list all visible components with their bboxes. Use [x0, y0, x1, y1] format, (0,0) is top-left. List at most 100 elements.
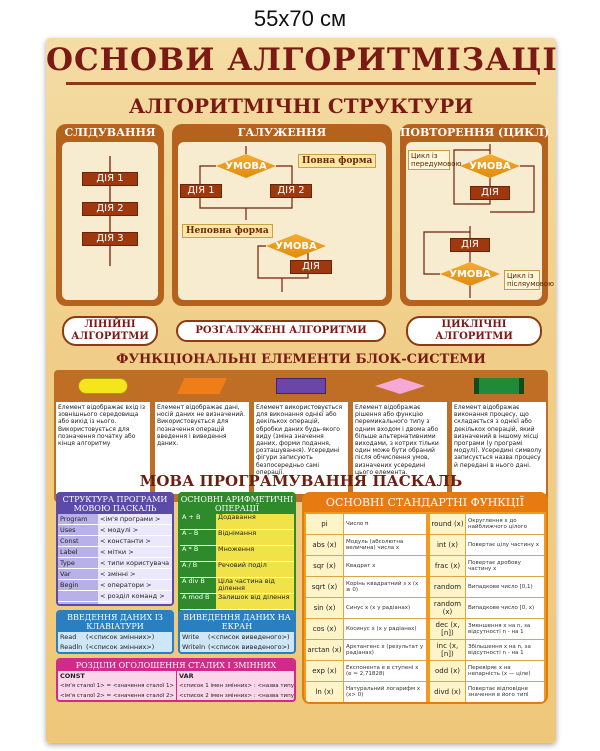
function-description: Натуральний логарифм х (х> 0): [344, 682, 426, 702]
function-row: trunc (x)Відкидає дробову частину х: [306, 703, 426, 704]
function-row: divd (x)Повертає відповідне значення в й…: [429, 682, 544, 702]
function-name: pi: [306, 514, 344, 534]
function-description: Косинус х (х у радіанах): [344, 619, 426, 639]
branching-inner: УМОВА Повна форма ДІЯ 1 ДІЯ 2 Неповна фо…: [178, 142, 386, 300]
var-row-text: <список 1 імен змінних> : <назва типу 1>: [179, 683, 294, 689]
sub-title: АЛГОРИТМІЧНІ СТРУКТУРИ: [128, 94, 474, 118]
branching-action-1: ДІЯ 1: [180, 184, 222, 198]
row-key: Uses: [58, 525, 98, 535]
row-key: Read: [60, 633, 77, 641]
table-row: Const< константи >: [58, 536, 172, 547]
function-description: Арктангенс х (результат у радіанах): [344, 640, 426, 660]
row-value: < розділ команд >: [98, 591, 172, 601]
function-description: Зменшення х на n, за відсутності n - на …: [465, 619, 544, 639]
sequence-panel: СЛІДУВАННЯ ДІЯ 1 ДІЯ 2 ДІЯ 3: [56, 124, 164, 306]
function-row: sqr (x)Квадрат х: [306, 556, 426, 577]
function-description: Корінь квадратний з х (х ≥ 0): [344, 577, 426, 597]
loop-inner: Цикл із передумовою УМОВА ДІЯ ДІЯ УМОВА …: [406, 142, 554, 300]
branching-lines: [199, 146, 309, 292]
function-description: Експонента е в ступені х (е ≈ 2,71828): [344, 661, 426, 681]
branching-panel: ГАЛУЖЕННЯ УМОВА Повна форма ДІЯ 1 ДІЯ 2 …: [172, 124, 392, 306]
row-value: < оператори >: [98, 580, 172, 590]
row-value: (<список виведеного>): [208, 633, 290, 641]
branching-partial-action: ДІЯ: [290, 260, 332, 274]
row-key: A div B: [180, 578, 216, 593]
output-box: ВИВЕДЕННЯ ДАНИХ НА ЕКРАН Write(<список в…: [178, 610, 296, 654]
input-box: ВВЕДЕННЯ ДАНИХ ІЗ КЛАВІАТУРИ Read(<списо…: [56, 610, 174, 654]
row-value: < константи >: [98, 536, 172, 546]
row-value: < змінні >: [98, 569, 172, 579]
var-row: <список 2 імен змінних> : <назва типу 2>: [177, 691, 294, 700]
function-row: sin (x)Синус х (х у радіанах): [306, 598, 426, 619]
function-description: Округлення х до найближчого цілого: [465, 514, 544, 534]
row-value: < модулі >: [98, 525, 172, 535]
row-key: Begin: [58, 580, 98, 590]
function-row: random (x)Випадкове число [0, х): [429, 598, 544, 619]
terminator-shape-icon: [78, 378, 128, 394]
sequence-step-1: ДІЯ 1: [82, 172, 138, 186]
function-name: divd (x): [429, 682, 466, 702]
row-value: Ціла частина від ділення: [216, 578, 294, 593]
function-name: frac (x): [429, 556, 466, 576]
row-key: A – B: [180, 530, 216, 545]
table-row: < розділ команд >: [58, 591, 172, 602]
function-name: arctan (x): [306, 640, 344, 660]
row-value: <ім'я програми >: [98, 514, 172, 524]
function-row: inc (x, [n])Збільшення х на n, за відсут…: [429, 640, 544, 661]
arith-box-title: ОСНОВНІ АРИФМЕТИЧНІ ОПЕРАЦІЇ: [180, 494, 294, 514]
function-name: int (x): [429, 535, 466, 555]
function-row: exp (x)Експонента е в ступені х (е ≈ 2,7…: [306, 661, 426, 682]
rectangle-shape-icon: [276, 378, 326, 394]
function-name: random (x): [429, 598, 466, 618]
function-description: Синус х (х у радіанах): [344, 598, 426, 618]
poster: ОСНОВИ АЛГОРИТМІЗАЦІЇ АЛГОРИТМІЧНІ СТРУК…: [46, 38, 556, 743]
const-row: <ім'я сталої 2> = <значення сталої 2>: [58, 691, 176, 700]
partial-form-label: Неповна форма: [182, 224, 273, 238]
const-row-text: <ім'я сталої 2> = <значення сталої 2>: [60, 693, 175, 699]
function-description: Квадрат х: [344, 556, 426, 576]
row-key: A mod B: [180, 594, 216, 609]
sequence-inner: ДІЯ 1 ДІЯ 2 ДІЯ 3: [62, 142, 158, 300]
decl-columns: CONST <ім'я сталої 1> = <значення сталої…: [58, 671, 294, 700]
function-name: ln (x): [306, 682, 344, 702]
structure-box: СТРУКТУРА ПРОГРАМИ МОВОЮ ПАСКАЛЬ Program…: [56, 492, 174, 606]
row-key: A / B: [180, 562, 216, 577]
row-key: A * B: [180, 546, 216, 561]
row-value: Речовий поділ: [216, 562, 294, 577]
loop-post-action: ДІЯ: [450, 238, 490, 252]
function-row: ln (x)Натуральний логарифм х (х> 0): [306, 682, 426, 702]
row-key: End.: [58, 602, 98, 604]
function-description: Випадкове число [0,1): [465, 577, 544, 597]
decl-var-column: VAR <список 1 імен змінних> : <назва тип…: [176, 671, 294, 700]
functions-right-column: round (x)Округлення х до найближчого ціл…: [429, 514, 544, 702]
post-condition-label: Цикл із післяумовою: [504, 270, 554, 290]
sequence-step-2: ДІЯ 2: [82, 202, 138, 216]
element-description: Елемент використовується для виконання о…: [254, 402, 348, 494]
decl-const-column: CONST <ім'я сталої 1> = <значення сталої…: [58, 671, 176, 700]
row-value: Залишок від ділення: [216, 594, 294, 609]
function-description: Число π: [344, 514, 426, 534]
element-terminator: Елемент відображає вхід із зовнішнього с…: [54, 376, 152, 496]
function-name: trunc (x): [306, 703, 344, 704]
row-value: < типи користувача >: [98, 558, 172, 568]
var-row: <список 1 імен змінних> : <назва типу 1>: [177, 681, 294, 691]
loop-lines: [423, 144, 535, 298]
structure-rows: Program<ім'я програми >Uses< модулі >Con…: [58, 514, 172, 604]
sequence-arrows: [109, 156, 111, 266]
function-name: inc (x, [n]): [429, 640, 466, 660]
table-row: Var< змінні >: [58, 569, 172, 580]
linear-caption: ЛІНІЙНІ АЛГОРИТМИ: [62, 316, 158, 346]
function-description: Перевіряє х на непарність (х — ціле): [465, 661, 544, 681]
const-row: <ім'я сталої 1> = <значення сталої 1>: [58, 681, 176, 691]
function-name: sin (x): [306, 598, 344, 618]
loop-pre-action: ДІЯ: [470, 186, 510, 200]
row-key: Writeln: [182, 643, 206, 651]
function-name: random: [429, 577, 466, 597]
function-row: int (x)Повертає цілу частину х: [429, 535, 544, 556]
row-value: Віднімання: [216, 530, 294, 545]
